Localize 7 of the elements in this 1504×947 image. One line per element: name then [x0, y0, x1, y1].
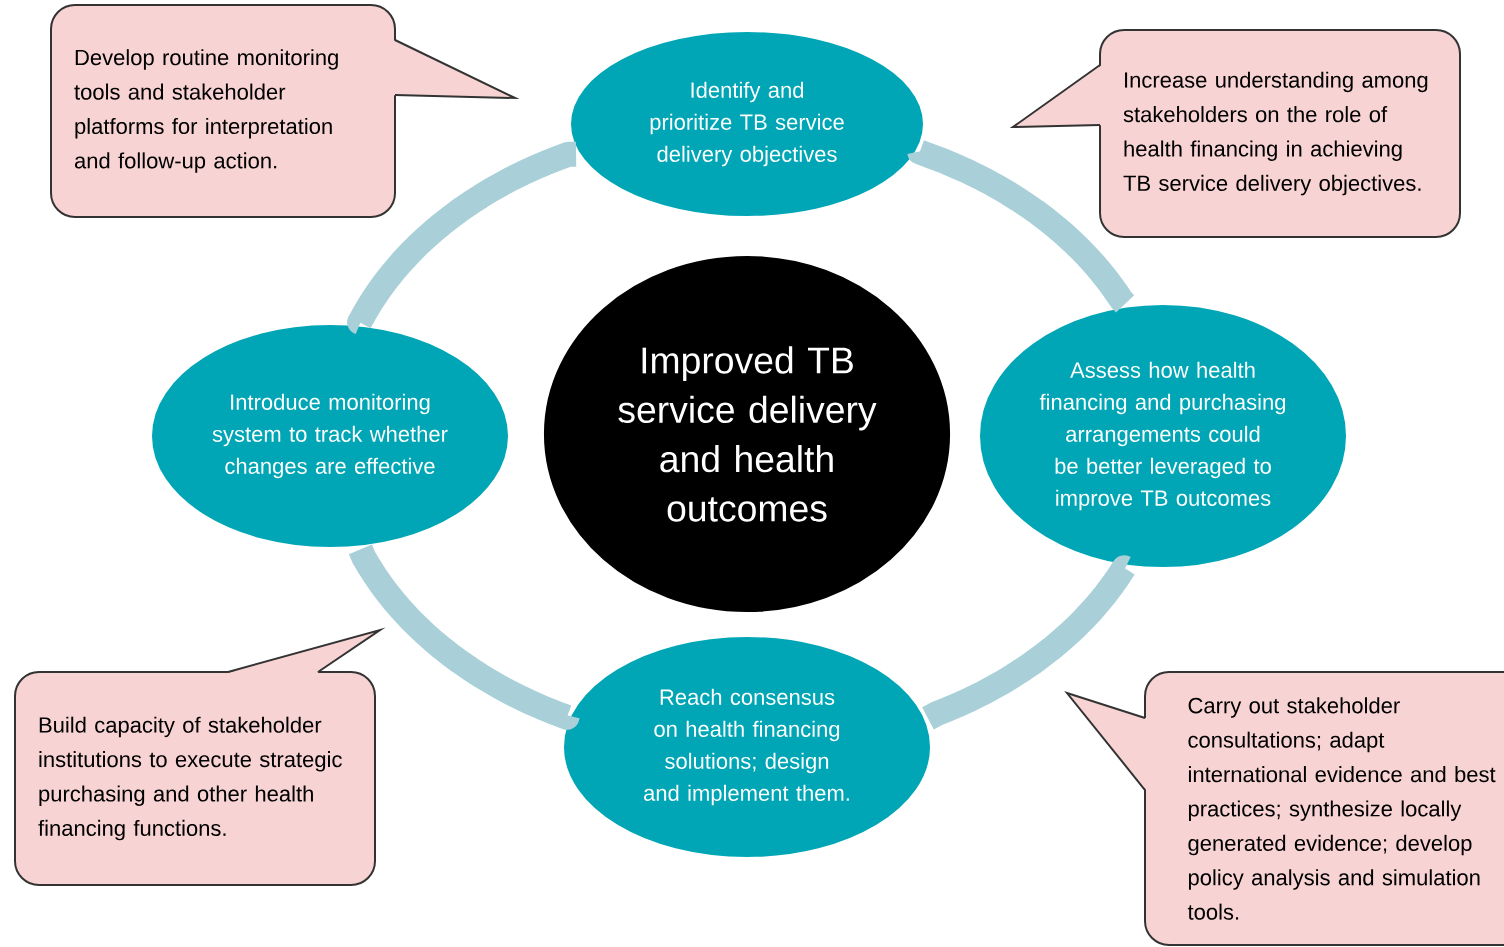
callout-box: Build capacity of stakeholder institutions to execute strategic purchasing and other health financing functions.: [14, 627, 386, 886]
ring-arc: [348, 544, 580, 730]
callout-box: Carry out stakeholder consultations; adapt international evidence and best practices; synthesize locally generated evidence; develop policy analysis and simulation tools.: [1064, 671, 1504, 946]
ring-arc: [922, 555, 1137, 730]
ring-arc: [907, 139, 1135, 313]
callout-box: Develop routine monitoring tools and stakeholder platforms for interpretation and follow-up action.: [50, 4, 520, 218]
callout-box: Increase understanding among stakeholders on the role of health financing in achieving TB service delivery objectives.: [1009, 29, 1461, 238]
